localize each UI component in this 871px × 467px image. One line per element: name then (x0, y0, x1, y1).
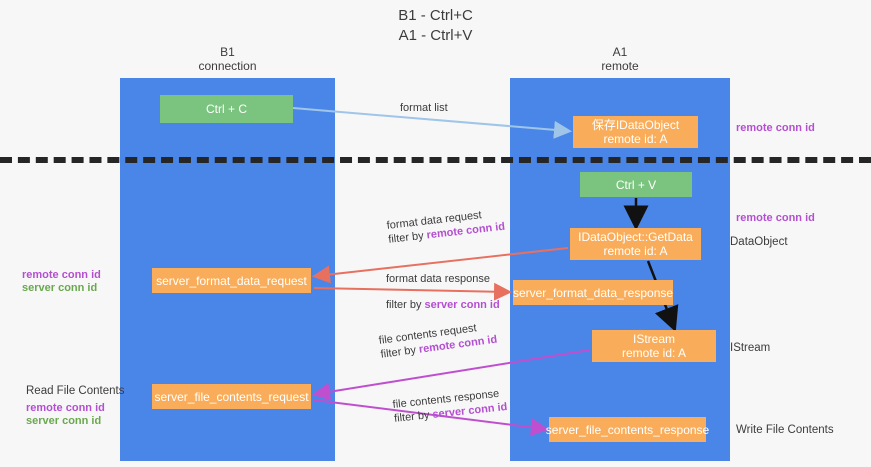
lane-header-a1-role: remote (601, 59, 639, 73)
lane-header-a1: A1 remote (510, 45, 730, 73)
title-line-2: A1 - Ctrl+V (398, 27, 473, 44)
filter-prefix: filter by (379, 343, 420, 361)
lane-header-a1-name: A1 (612, 45, 628, 59)
annotation-left-remote-conn-id-2: remote conn id (26, 402, 105, 414)
node-server-file-contents-request-label: server_file_contents_request (154, 389, 309, 404)
node-ctrl-v-label: Ctrl + V (615, 177, 657, 192)
node-server-format-data-response-label: server_format_data_response (512, 285, 674, 300)
edge-label-format-data-response: format data response filter by server co… (386, 272, 500, 312)
annotation-left-conn-ids-top: remote conn id server conn id (22, 269, 101, 295)
label-read-file-contents: Read File Contents (26, 385, 125, 397)
node-idataobject-getdata-line2: remote id: A (603, 244, 668, 258)
node-save-idataobject[interactable]: 保存IDataObject remote id: A (573, 116, 698, 148)
edge-label-format-data-response-text: format data response (386, 273, 490, 285)
annotation-left-server-conn-id-2: server conn id (26, 415, 102, 427)
node-server-format-data-request[interactable]: server_format_data_request (152, 268, 311, 293)
edge-label-format-data-request: format data request filter by remote con… (386, 206, 506, 247)
edge-label-format-data-response-filter: filter by server conn id (386, 298, 500, 312)
diagram-title: B1 - Ctrl+C A1 - Ctrl+V (0, 6, 871, 46)
node-server-file-contents-response[interactable]: server_file_contents_response (545, 417, 710, 442)
node-idataobject-getdata[interactable]: IDataObject::GetData remote id: A (570, 228, 701, 260)
lane-header-b1: B1 connection (120, 45, 335, 73)
node-server-format-data-response[interactable]: server_format_data_response (513, 280, 673, 305)
node-server-file-contents-response-label: server_file_contents_response (545, 422, 710, 437)
node-ctrl-v[interactable]: Ctrl + V (580, 172, 692, 197)
node-istream[interactable]: IStream remote id: A (592, 330, 716, 362)
node-save-idataobject-line1: 保存IDataObject (591, 118, 680, 132)
lane-header-b1-name: B1 (220, 45, 235, 59)
title-line-1: B1 - Ctrl+C (398, 7, 473, 24)
edge-label-file-contents-request: file contents request filter by remote c… (378, 319, 498, 362)
filter-prefix: filter by (387, 229, 428, 246)
node-idataobject-getdata-line1: IDataObject::GetData (578, 230, 693, 244)
label-dataobject: DataObject (730, 236, 788, 248)
annotation-remote-conn-id-mid: remote conn id (736, 212, 815, 224)
filter-key: server conn id (424, 299, 500, 311)
annotation-left-conn-ids-bottom: remote conn id server conn id (26, 402, 105, 428)
label-write-file-contents: Write File Contents (736, 424, 834, 436)
edge-label-format-list: format list (400, 101, 448, 115)
node-ctrl-c-label: Ctrl + C (205, 102, 247, 116)
filter-prefix: filter by (386, 299, 425, 311)
node-istream-line2: remote id: A (621, 346, 687, 360)
annotation-left-remote-conn-id: remote conn id (22, 269, 101, 281)
annotation-remote-conn-id-top: remote conn id (736, 122, 815, 134)
node-istream-line1: IStream (632, 332, 675, 346)
node-save-idataobject-line2: remote id: A (603, 132, 668, 146)
filter-prefix: filter by (393, 408, 434, 425)
node-ctrl-c[interactable]: Ctrl + C (160, 95, 293, 123)
lane-header-b1-role: connection (198, 59, 257, 73)
label-istream: IStream (730, 342, 771, 354)
phase-divider (0, 157, 871, 163)
edge-label-file-contents-response: file contents response filter by server … (392, 386, 508, 426)
node-server-file-contents-request[interactable]: server_file_contents_request (152, 384, 311, 409)
node-server-format-data-request-label: server_format_data_request (156, 273, 307, 288)
annotation-left-server-conn-id: server conn id (22, 282, 98, 294)
edge-label-format-list-text: format list (400, 102, 448, 114)
